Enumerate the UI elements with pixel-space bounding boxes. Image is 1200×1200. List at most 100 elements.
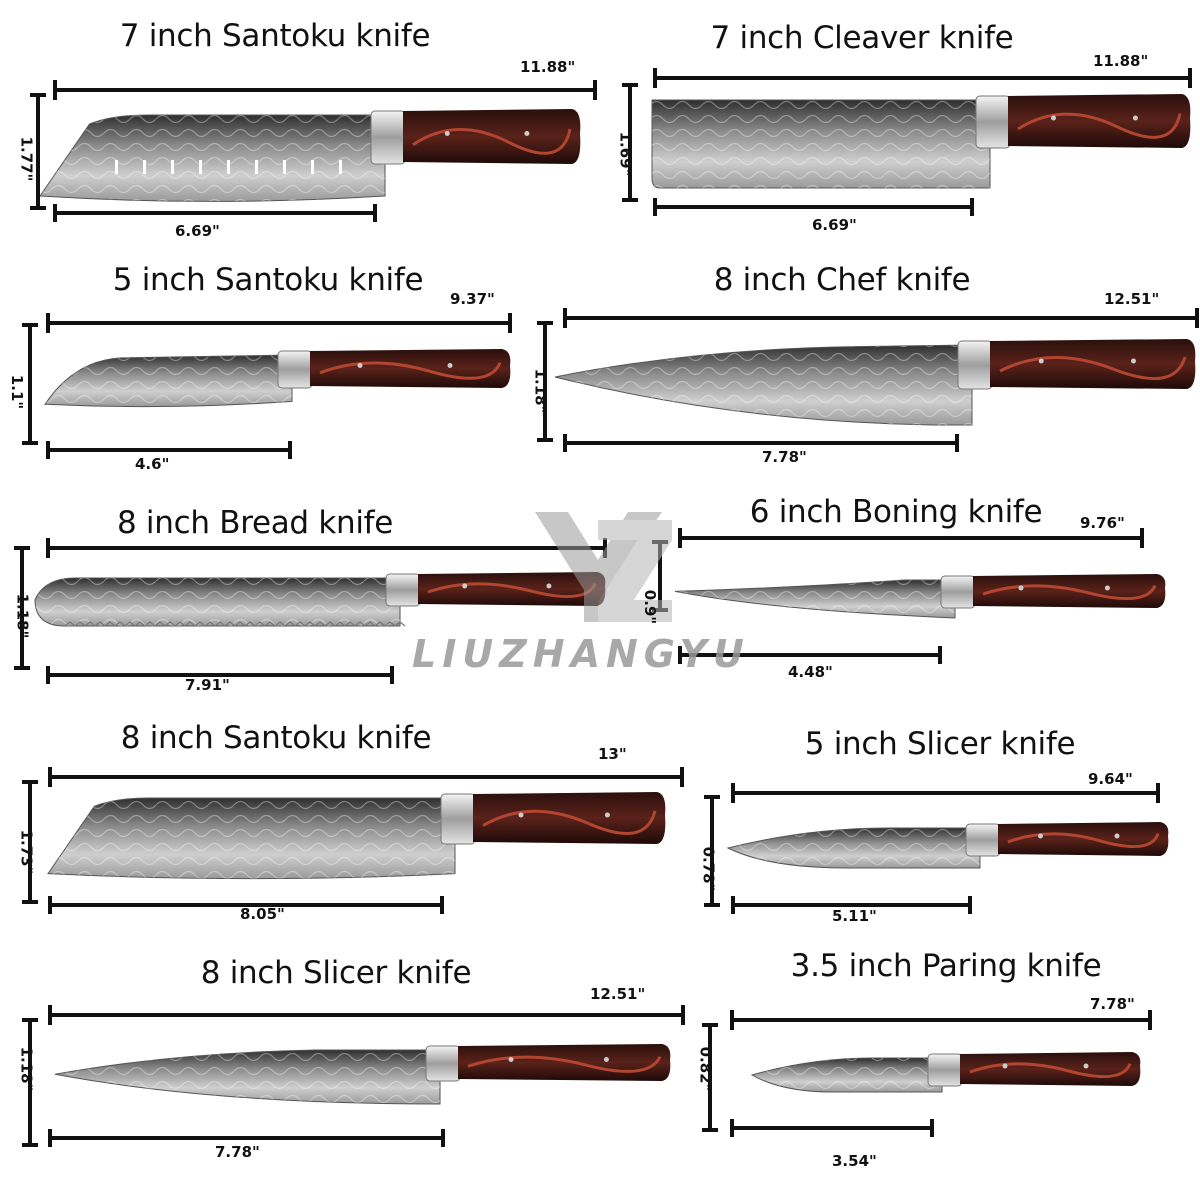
blade-pattern	[728, 828, 980, 868]
blade-length-label: 4.6"	[135, 455, 170, 473]
knife-3	[44, 349, 511, 408]
brand-logo	[535, 512, 672, 622]
blade-pattern	[48, 798, 455, 879]
length-label: 12.51"	[1104, 290, 1160, 308]
blade-pattern	[55, 1050, 440, 1104]
length-label: 9.64"	[1088, 770, 1133, 788]
height-label: 1.18"	[531, 368, 550, 414]
height-label: 1.18"	[17, 1046, 36, 1092]
length-label: 12.51"	[590, 985, 646, 1003]
knife-4	[554, 339, 1196, 426]
handle-rivet	[1038, 833, 1043, 839]
dimension-lines-5	[14, 538, 607, 684]
dimension-lines-1	[30, 80, 597, 222]
length-label: 7.78"	[1090, 995, 1135, 1013]
knife-title: 8 inch Santoku knife	[120, 720, 432, 756]
blade-dimple	[255, 160, 258, 174]
handle-rivet	[518, 812, 524, 818]
blade-dimple	[227, 160, 230, 174]
handle-rivet	[444, 131, 450, 136]
handle	[973, 574, 1166, 608]
knife-title: 5 inch Slicer knife	[804, 726, 1076, 762]
handle-grain	[467, 1055, 662, 1073]
blade-pattern	[752, 1058, 942, 1092]
handle	[473, 792, 666, 844]
handle-grain	[999, 356, 1187, 381]
handle	[960, 1052, 1141, 1086]
handle-rivet	[357, 363, 363, 368]
blade-length-label: 6.69"	[175, 222, 220, 240]
knife-title: 8 inch Bread knife	[116, 505, 394, 541]
handle-grain	[1007, 832, 1160, 848]
handle-rivet	[1114, 833, 1120, 839]
handle-rivet	[1131, 358, 1136, 364]
length-label: 9.76"	[1080, 514, 1125, 532]
height-label: 0.78"	[699, 846, 718, 892]
knife-10	[750, 1052, 1141, 1093]
blade-length-label: 8.05"	[240, 905, 285, 923]
knife-5	[34, 572, 606, 627]
blade-pattern	[555, 345, 972, 426]
blade-dimple	[339, 160, 342, 174]
blade-length-label: 4.48"	[788, 663, 833, 681]
handle	[310, 349, 511, 388]
knife-title: 6 inch Boning knife	[749, 494, 1043, 530]
handle-rivet	[1002, 1063, 1008, 1069]
handle-rivet	[524, 131, 530, 136]
blade-length-label: 6.69"	[812, 216, 857, 234]
brand-watermark-text: LIUZHANGYU	[412, 632, 750, 676]
knife-6	[674, 574, 1166, 619]
handle-rivet	[1104, 585, 1110, 591]
knife-9	[54, 1044, 671, 1105]
height-label: 1.1"	[8, 374, 27, 410]
handle-rivet	[546, 583, 552, 589]
blade-dimple	[171, 160, 174, 174]
dimension-lines-10	[702, 1010, 1152, 1137]
knife-1	[39, 109, 581, 202]
length-label: 13"	[598, 745, 627, 763]
handle-rivet	[508, 1057, 514, 1062]
blade-length-label: 3.54"	[832, 1152, 877, 1170]
blade-pattern	[40, 115, 385, 202]
knife-2	[651, 94, 1191, 189]
bolster	[975, 95, 1011, 149]
handle-rivet	[447, 363, 453, 368]
height-label: 0.9"	[641, 589, 660, 625]
blade-pattern	[675, 580, 955, 618]
height-label: 1.77"	[17, 136, 36, 182]
handle-grain	[412, 128, 572, 155]
handle-rivet	[1083, 1063, 1089, 1069]
blade-dimple	[311, 160, 314, 174]
bolster	[370, 110, 406, 165]
knife-8	[726, 822, 1169, 869]
handle-rivet	[1018, 585, 1024, 591]
height-label: 1.69"	[616, 131, 635, 177]
bolster	[940, 575, 976, 609]
blade-dimple	[115, 160, 118, 174]
handle-grain	[482, 809, 657, 835]
blade-dimple	[143, 160, 146, 174]
blade-pattern	[45, 355, 292, 407]
handle	[998, 822, 1169, 856]
handle-rivet	[1132, 115, 1138, 121]
dimension-lines-3	[22, 313, 512, 459]
bolster	[440, 793, 476, 845]
knife-title: 8 inch Chef knife	[713, 262, 971, 298]
knife-7	[47, 792, 666, 880]
knife-title: 8 inch Slicer knife	[200, 955, 472, 991]
handle-grain	[982, 584, 1157, 600]
length-label: 11.88"	[1093, 52, 1149, 70]
bolster	[965, 823, 1001, 857]
blade-dimple	[283, 160, 286, 174]
handle-rivet	[604, 812, 610, 818]
handle-grain	[969, 1062, 1132, 1078]
handle-grain	[427, 582, 597, 598]
handle-grain	[1017, 112, 1182, 139]
bolster	[385, 573, 421, 607]
knife-title: 3.5 inch Paring knife	[790, 948, 1102, 984]
blade-length-label: 5.11"	[832, 907, 877, 925]
blade-length-label: 7.78"	[762, 448, 807, 466]
length-label: 9.37"	[450, 290, 495, 308]
